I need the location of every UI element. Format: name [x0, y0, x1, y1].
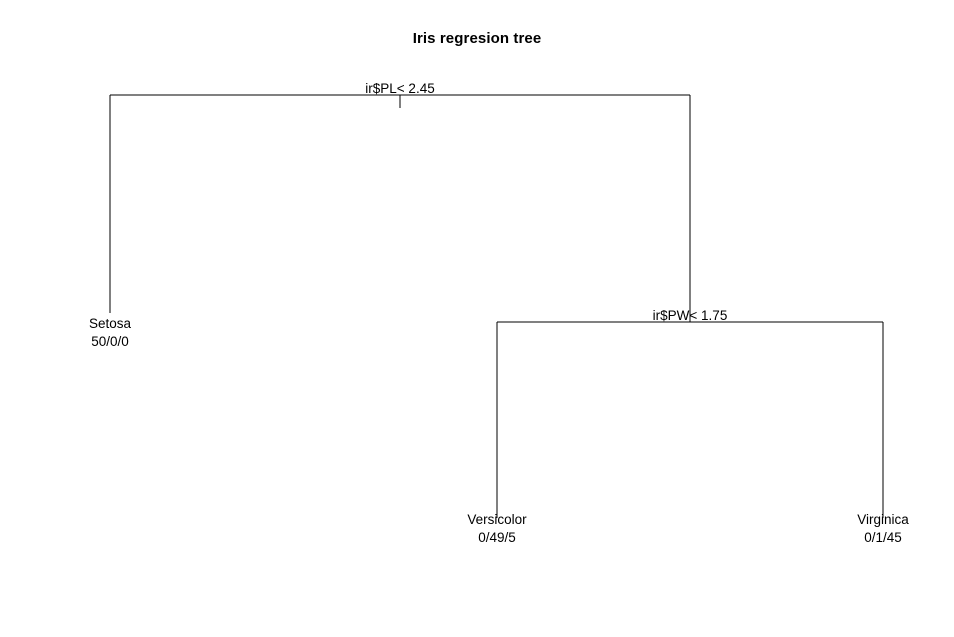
leaf-node-setosa: Setosa 50/0/0 — [89, 315, 131, 351]
split-label-root: ir$PL< 2.45 — [365, 81, 435, 96]
leaf-node-versicolor: Versicolor 0/49/5 — [467, 511, 526, 547]
leaf-versicolor-counts: 0/49/5 — [478, 530, 516, 545]
split-label-petal-width: ir$PW< 1.75 — [652, 308, 728, 323]
leaf-virginica-counts: 0/1/45 — [864, 530, 902, 545]
plot-title: Iris regresion tree — [412, 30, 542, 47]
leaf-virginica-name: Virginica — [857, 512, 909, 527]
leaf-versicolor-name: Versicolor — [467, 512, 527, 527]
leaf-node-virginica: Virginica 0/1/45 — [857, 511, 909, 547]
leaf-setosa-name: Setosa — [88, 316, 132, 331]
leaf-setosa-counts: 50/0/0 — [91, 334, 129, 349]
